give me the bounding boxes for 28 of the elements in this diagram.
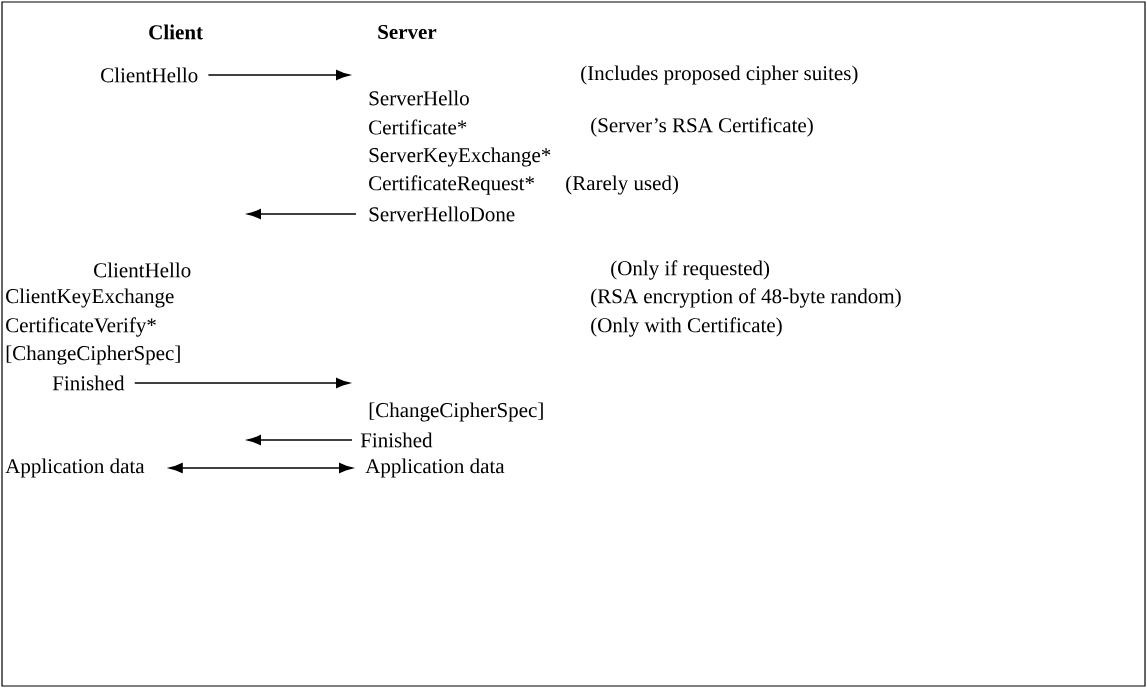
arrow — [134, 377, 350, 389]
arrow — [247, 208, 357, 220]
message-text: (RSA encryption of 48-byte random) — [591, 288, 901, 308]
message-text: (Rarely used) — [566, 175, 678, 195]
column-heading: Client — [149, 24, 203, 40]
column-heading: Server — [378, 24, 437, 40]
message-text: Application data — [365, 458, 505, 478]
message-text: [ChangeCipherSpec] — [6, 345, 180, 365]
message-text: ClientHello — [94, 262, 191, 278]
message-text: Finished — [52, 375, 125, 391]
message-text: ServerKeyExchange* — [369, 147, 551, 167]
message-text: (Only with Certificate) — [591, 317, 782, 337]
message-text: (Only if requested) — [611, 260, 770, 280]
message-text: CertificateVerify* — [6, 317, 156, 337]
message-text: ServerHelloDone — [369, 206, 515, 222]
message-text: Certificate* — [369, 119, 467, 135]
message-text: CertificateRequest* — [369, 175, 534, 195]
message-text: ClientKeyExchange — [6, 288, 174, 308]
message-text: ServerHello — [369, 90, 469, 106]
message-text: ClientHello — [101, 67, 198, 83]
arrow — [247, 434, 353, 446]
message-text: Finished — [360, 432, 433, 448]
message-text: (Server’s RSA Certificate) — [591, 117, 813, 137]
arrow — [169, 462, 353, 474]
message-text: Application data — [5, 458, 145, 478]
message-text: (Includes proposed cipher suites) — [581, 65, 858, 85]
arrow — [207, 69, 350, 81]
message-text: [ChangeCipherSpec] — [369, 402, 543, 422]
